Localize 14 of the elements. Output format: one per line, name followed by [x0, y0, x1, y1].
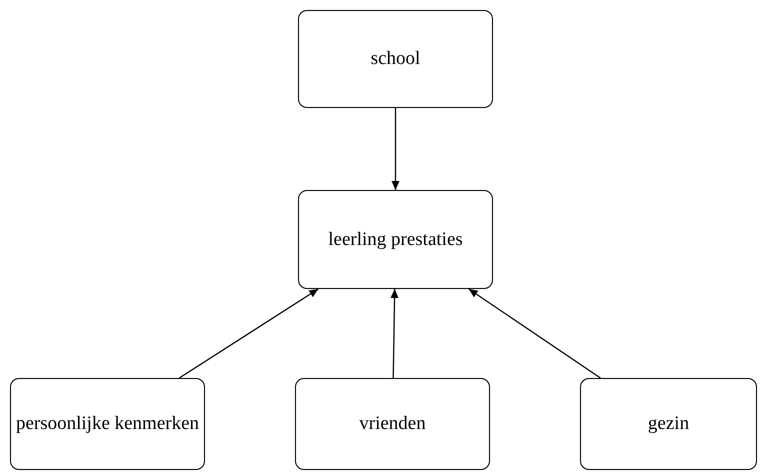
box-label: school: [370, 47, 420, 71]
arrow: [392, 108, 400, 190]
arrow: [390, 288, 399, 378]
arrow: [178, 288, 319, 378]
box-label: leerling prestaties: [328, 228, 463, 252]
rounded-box: [295, 378, 490, 470]
arrow: [468, 288, 601, 378]
rounded-box: [298, 10, 493, 108]
rounded-box: [580, 378, 757, 470]
rounded-box: [298, 190, 493, 289]
box-label: vrienden: [359, 412, 426, 436]
box-label: gezin: [648, 412, 690, 436]
rounded-box: [10, 378, 205, 470]
box-label: persoonlijke kenmerken: [16, 412, 200, 436]
